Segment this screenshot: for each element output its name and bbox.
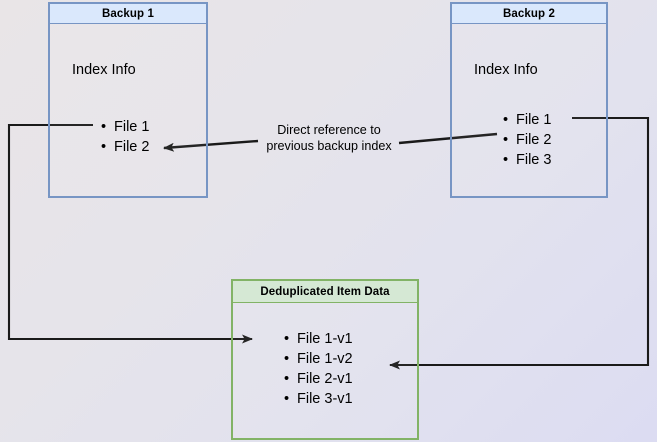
deduplicated-item-data-box[interactable]: Deduplicated Item Data File 1-v1 File 1-… [231,279,419,440]
list-item: File 3-v1 [284,389,353,409]
list-item: File 3 [503,150,552,170]
list-item: File 1 [503,110,552,130]
direct-reference-line-1: Direct reference to [277,123,381,137]
direct-reference-annotation: Direct reference to previous backup inde… [249,122,409,154]
list-item: File 1 [101,117,150,137]
backup-2-file-list: File 1 File 2 File 3 [500,110,552,170]
backup-1-title: Backup 1 [102,7,154,20]
dedup-body: File 1-v1 File 1-v2 File 2-v1 File 3-v1 [232,302,418,439]
backup-1-box[interactable]: Backup 1 Index Info File 1 File 2 [48,2,208,198]
dedup-item-list: File 1-v1 File 1-v2 File 2-v1 File 3-v1 [281,329,353,409]
connector-direct-reference-to-backup1-file2 [163,139,259,152]
connector-backup2-index-right-segment [398,132,498,145]
direct-reference-line-2: previous backup index [266,139,392,153]
backup-1-file-list: File 1 File 2 [98,117,150,157]
connector-backup2-file1-to-dedup [389,116,650,370]
connector-backup1-file1-to-dedup [7,123,253,344]
backup-2-box[interactable]: Backup 2 Index Info File 1 File 2 File 3 [450,2,608,198]
list-item: File 1-v2 [284,349,353,369]
backup-1-index-label: Index Info [72,62,136,78]
list-item: File 2 [101,137,150,157]
dedup-title: Deduplicated Item Data [260,285,390,298]
backup-2-header: Backup 2 [451,3,607,24]
backup-2-title: Backup 2 [503,7,555,20]
backup-1-header: Backup 1 [49,3,207,24]
backup-1-body: Index Info File 1 File 2 [49,23,207,197]
dedup-header: Deduplicated Item Data [232,280,418,303]
backup-2-body: Index Info File 1 File 2 File 3 [451,23,607,197]
backup-2-index-label: Index Info [474,62,538,78]
list-item: File 2-v1 [284,369,353,389]
list-item: File 2 [503,130,552,150]
list-item: File 1-v1 [284,329,353,349]
